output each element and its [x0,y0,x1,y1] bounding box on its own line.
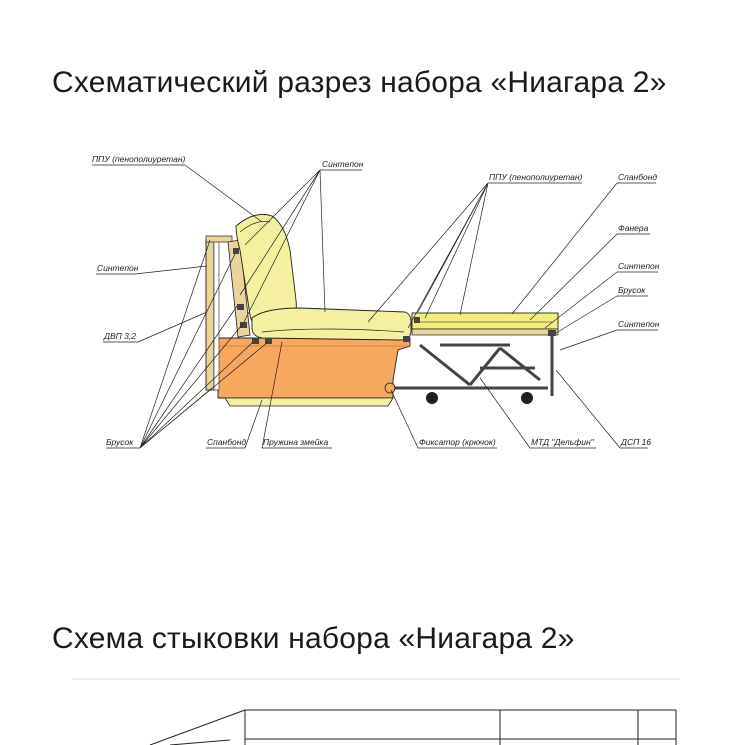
docking-title: Схема стыковки набора «Ниагара 2» [52,622,575,655]
label-sintepon-left: Синтепон [97,263,139,273]
label-dsp: ДСП 16 [620,437,651,447]
label-brusok-right: Брусок [618,285,646,295]
label-sintepon-right-1: Синтепон [618,261,660,271]
base-box [217,337,411,399]
label-sintepon-top: Синтепон [322,159,364,169]
section-title: Схематический разрез набора «Ниагара 2» [52,66,667,99]
label-spanbond-bottom: Спанбонд [207,437,246,447]
wheel-left [426,392,438,404]
label-fixator: Фиксатор (крючок) [419,437,496,447]
delfin-mechanism [395,336,554,396]
extension-cushion [411,312,559,330]
label-spring: Пружина змейка [263,437,328,447]
seat-cushion [251,307,412,341]
label-fanera: Фанера [618,223,649,233]
back-frame [227,239,251,338]
label-brusok-left: Брусок [106,437,134,447]
label-dvp: ДВП 3,2 [103,331,136,341]
label-spanbond-right: Спанбонд [618,172,657,182]
label-sintepon-right-2: Синтепон [618,319,660,329]
label-mechanism: МТД "Дельфин" [531,437,595,447]
wheel-right [521,392,533,404]
docking-scheme [72,678,680,745]
label-ppu-seat: ППУ (пенополиуретан) [489,172,582,182]
label-ppu-back: ППУ (пенополиуретан) [92,154,185,164]
plinth [224,397,394,407]
